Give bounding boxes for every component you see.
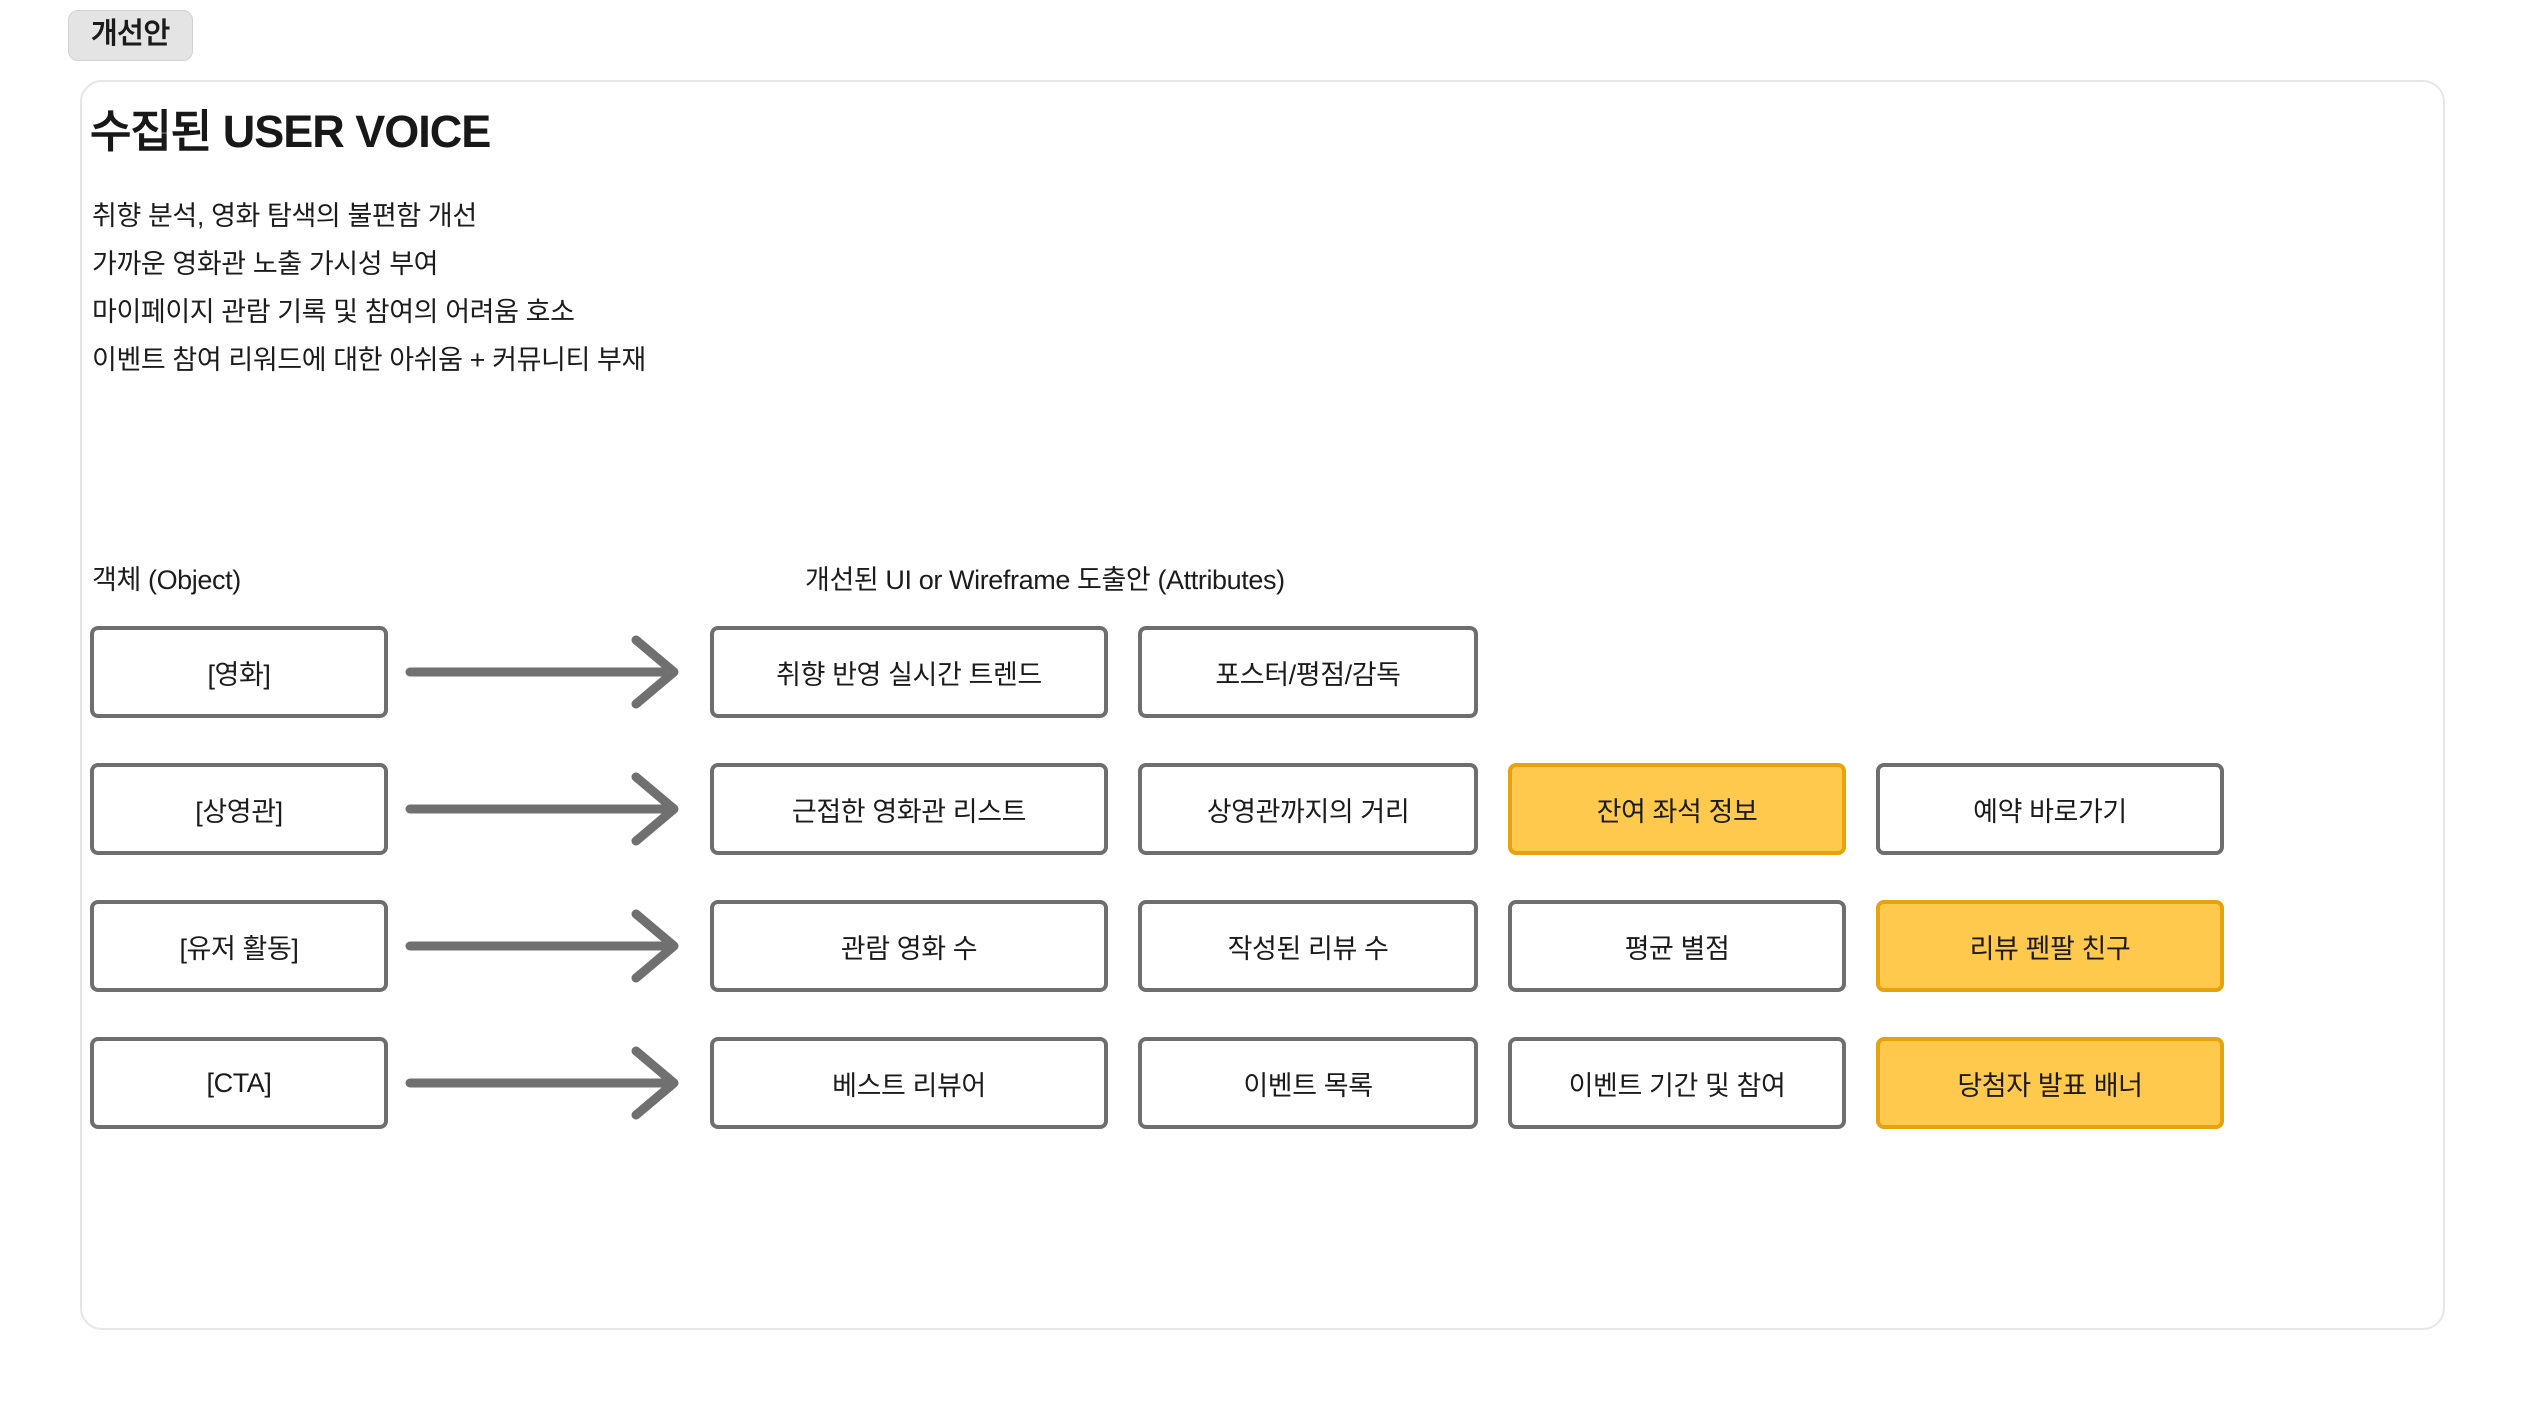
attribute-group: 관람 영화 수 작성된 리뷰 수 평균 별점 리뷰 펜팔 친구 — [710, 900, 2224, 992]
attribute-box: 포스터/평점/감독 — [1138, 626, 1478, 718]
user-voice-line: 가까운 영화관 노출 가시성 부여 — [92, 249, 439, 279]
attribute-box-highlighted: 당첨자 발표 배너 — [1876, 1037, 2224, 1129]
column-header-attributes: 개선된 UI or Wireframe 도출안 (Attributes) — [805, 565, 1285, 595]
object-box: [유저 활동] — [90, 900, 388, 992]
attribute-group: 취향 반영 실시간 트렌드 포스터/평점/감독 — [710, 626, 1478, 718]
matrix-row: [상영관] 근접한 영화관 리스트 상영관까지의 거리 잔여 좌석 정보 예약 … — [90, 762, 2360, 856]
arrow-icon — [405, 772, 679, 846]
section-badge: 개선안 — [68, 10, 193, 61]
matrix-row: [CTA] 베스트 리뷰어 이벤트 목록 이벤트 기간 및 참여 당첨자 발표 … — [90, 1036, 2360, 1130]
matrix-row: [영화] 취향 반영 실시간 트렌드 포스터/평점/감독 — [90, 625, 2360, 719]
user-voice-line: 이벤트 참여 리워드에 대한 아쉬움 + 커뮤니티 부재 — [92, 345, 646, 375]
object-box: [상영관] — [90, 763, 388, 855]
attribute-box: 상영관까지의 거리 — [1138, 763, 1478, 855]
attribute-box-highlighted: 잔여 좌석 정보 — [1508, 763, 1846, 855]
object-box: [영화] — [90, 626, 388, 718]
attribute-group: 베스트 리뷰어 이벤트 목록 이벤트 기간 및 참여 당첨자 발표 배너 — [710, 1037, 2224, 1129]
attribute-box-highlighted: 리뷰 펜팔 친구 — [1876, 900, 2224, 992]
attribute-box: 작성된 리뷰 수 — [1138, 900, 1478, 992]
user-voice-line: 마이페이지 관람 기록 및 참여의 어려움 호소 — [92, 297, 575, 327]
page-title: 수집된 USER VOICE — [90, 106, 491, 157]
attribute-box: 베스트 리뷰어 — [710, 1037, 1108, 1129]
matrix-row: [유저 활동] 관람 영화 수 작성된 리뷰 수 평균 별점 리뷰 펜팔 친구 — [90, 899, 2360, 993]
attribute-box: 근접한 영화관 리스트 — [710, 763, 1108, 855]
attribute-box: 예약 바로가기 — [1876, 763, 2224, 855]
object-attribute-matrix: [영화] 취향 반영 실시간 트렌드 포스터/평점/감독 [상영관] 근접한 영… — [90, 625, 2360, 1130]
attribute-box: 취향 반영 실시간 트렌드 — [710, 626, 1108, 718]
attribute-box: 관람 영화 수 — [710, 900, 1108, 992]
user-voice-line: 취향 분석, 영화 탐색의 불편함 개선 — [92, 201, 477, 231]
arrow-icon — [405, 909, 679, 983]
attribute-box: 이벤트 기간 및 참여 — [1508, 1037, 1846, 1129]
attribute-box: 평균 별점 — [1508, 900, 1846, 992]
arrow-icon — [405, 635, 679, 709]
attribute-group: 근접한 영화관 리스트 상영관까지의 거리 잔여 좌석 정보 예약 바로가기 — [710, 763, 2224, 855]
user-voice-list: 취향 분석, 영화 탐색의 불편함 개선 가까운 영화관 노출 가시성 부여 마… — [92, 192, 646, 384]
column-header-object: 객체 (Object) — [92, 565, 241, 595]
arrow-icon — [405, 1046, 679, 1120]
attribute-box: 이벤트 목록 — [1138, 1037, 1478, 1129]
object-box: [CTA] — [90, 1037, 388, 1129]
